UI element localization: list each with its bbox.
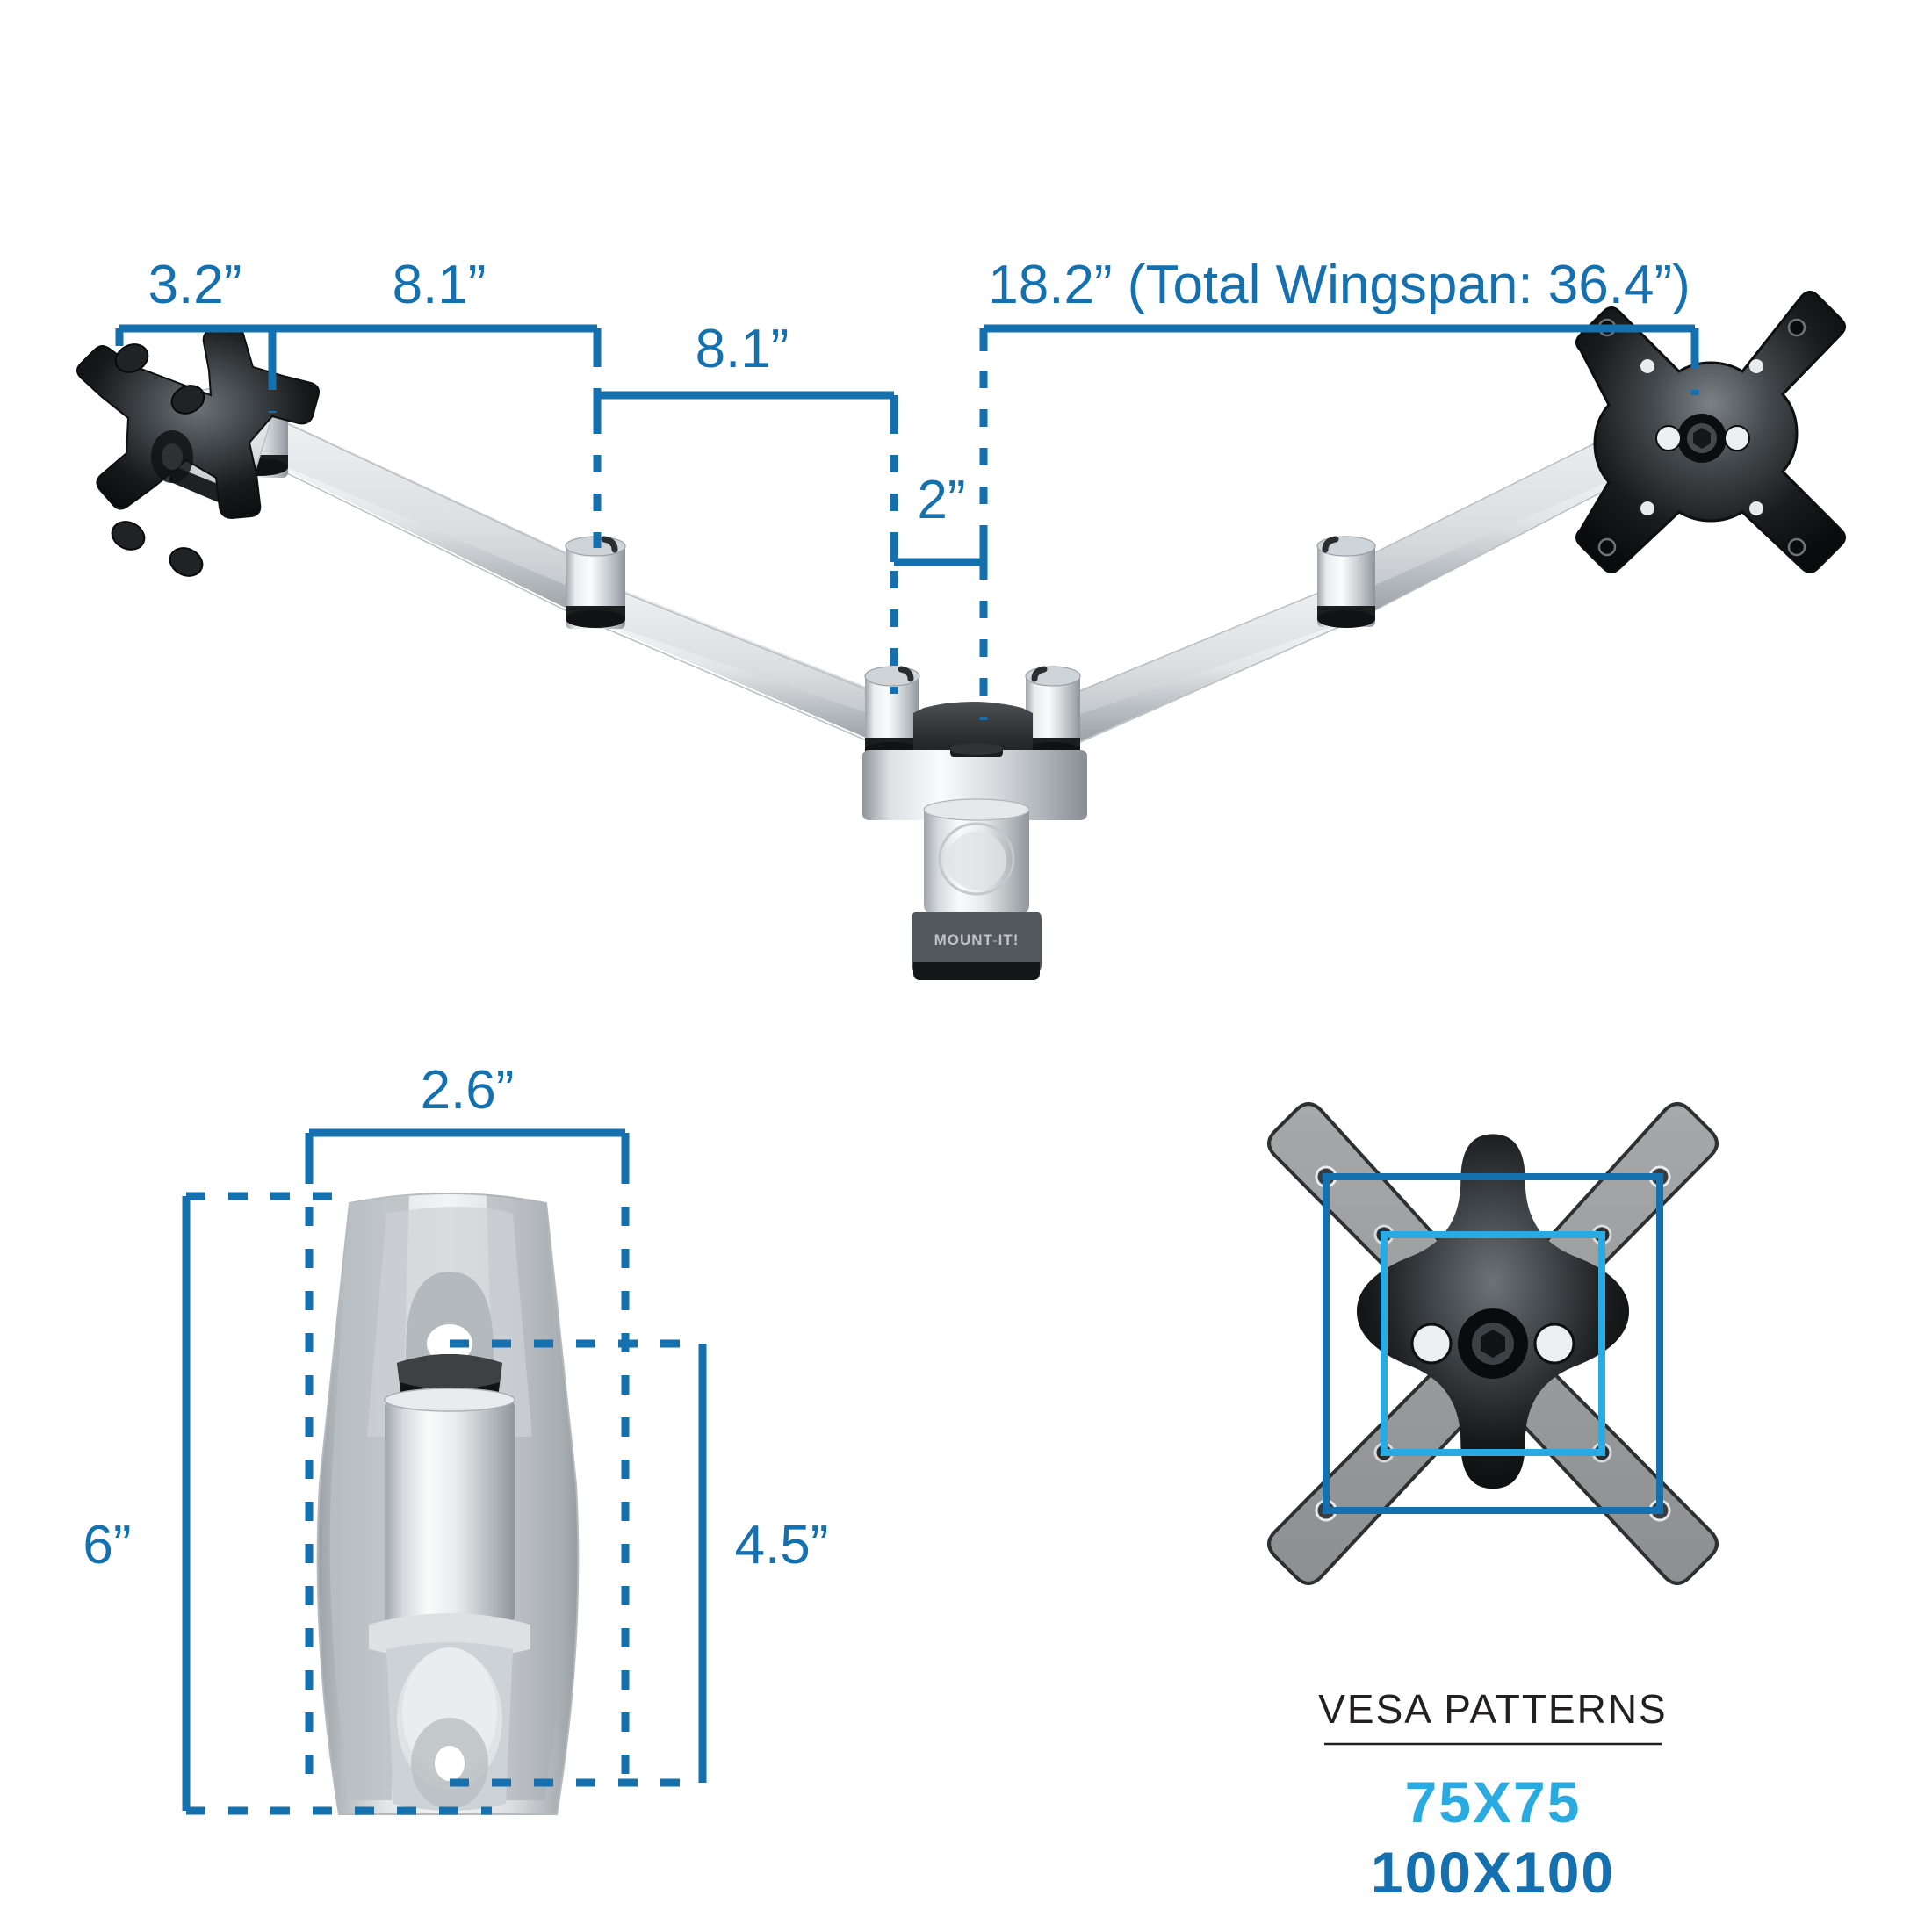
dim-label-wingspan: 18.2” (Total Wingspan: 36.4”): [988, 255, 1690, 315]
right-elbow-joint: [1316, 536, 1376, 628]
left-vesa-head: [76, 325, 320, 577]
vesa-75-square: [1381, 1231, 1605, 1456]
dim-label-8-1-left: 8.1”: [393, 255, 487, 315]
vesa-right-port: [1533, 1323, 1575, 1365]
dim-label-2-6: 2.6”: [421, 1060, 515, 1121]
dim-line-wingspan: [979, 324, 1699, 351]
dim-label-4-5: 4.5”: [735, 1515, 829, 1575]
dim-ext-2-6: [305, 1164, 630, 1783]
dim-label-2in: 2”: [917, 470, 965, 530]
right-head-inner-holes: [1640, 359, 1763, 515]
brand-label: MOUNT-IT!: [934, 932, 1020, 948]
vesa-plate-diagram: [1267, 1102, 1719, 1585]
dual-arm-assembly: MOUNT-IT!: [76, 291, 1846, 980]
dim-ext-4-5: [450, 1339, 703, 1787]
side-bottom-hole: [435, 1746, 465, 1781]
dim-ext-mid: [593, 416, 898, 694]
vesa-left-port: [1410, 1323, 1453, 1365]
dim-ext-6in: [186, 1192, 492, 1815]
vesa-patterns-block: VESA PATTERNS 75X75 100X100: [1318, 1686, 1668, 1905]
vesa-pattern-100: 100X100: [1371, 1840, 1615, 1905]
vesa-100-square: [1323, 1173, 1663, 1514]
wall-base-plate: MOUNT-IT!: [912, 912, 1042, 980]
vesa-patterns-title: VESA PATTERNS: [1318, 1686, 1668, 1732]
dim-line-2-6: [305, 1128, 630, 1164]
right-vesa-head: [1575, 291, 1846, 573]
left-head-knobs: [111, 343, 205, 577]
center-hub-body: [862, 702, 1087, 820]
center-post: [923, 798, 1030, 913]
side-cylinder: [385, 1400, 515, 1630]
dim-label-3-2: 3.2”: [148, 255, 242, 315]
dim-line-top-left: [115, 324, 602, 372]
side-profile-assembly: [316, 1193, 580, 1815]
dim-label-6in: 6”: [83, 1515, 131, 1575]
dim-line-2in: [890, 532, 988, 566]
vesa-pattern-75: 75X75: [1405, 1770, 1582, 1835]
dim-label-8-1-mid: 8.1”: [696, 319, 789, 379]
dim-line-mid-8-1: [593, 391, 898, 416]
